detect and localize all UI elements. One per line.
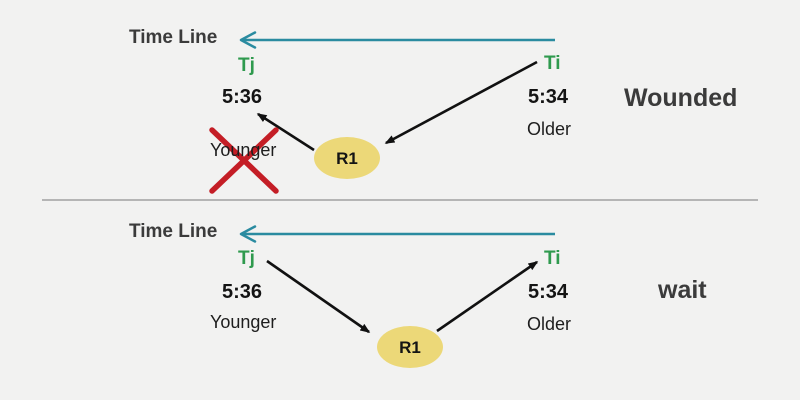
timeline-arrow xyxy=(239,225,555,243)
edge-resource-to-younger xyxy=(256,112,315,152)
older-txn-name: Ti xyxy=(544,53,561,74)
panel-divider xyxy=(42,199,758,201)
younger-age-label: Younger xyxy=(210,312,277,332)
edge-younger-to-resource xyxy=(266,259,371,334)
panel-wait-graphics: R1 xyxy=(239,225,555,368)
panel-wounded-graphics: R1 xyxy=(209,31,555,194)
outcome-label: Wounded xyxy=(624,84,738,112)
resource-label: R1 xyxy=(399,338,421,357)
panel-wounded: R1 Time Line Tj 5:36 Younger Ti 5:34 Old… xyxy=(129,27,738,194)
younger-age-label: Younger xyxy=(210,140,277,160)
younger-txn-time: 5:36 xyxy=(222,86,263,108)
edge-older-to-resource xyxy=(384,60,538,145)
resource-node xyxy=(314,137,380,179)
timeline-label: Time Line xyxy=(129,221,218,242)
younger-txn-name: Tj xyxy=(238,248,255,269)
timeline-label: Time Line xyxy=(129,27,218,48)
older-txn-time: 5:34 xyxy=(528,281,569,303)
timeline-arrow xyxy=(239,31,555,49)
younger-txn-time: 5:36 xyxy=(222,281,263,303)
younger-txn-name: Tj xyxy=(238,55,255,76)
edge-resource-to-older xyxy=(436,260,539,333)
panel-wait: R1 Time Line Tj 5:36 Younger Ti 5:34 Old… xyxy=(0,200,800,400)
resource-label: R1 xyxy=(336,149,358,168)
resource-node xyxy=(377,326,443,368)
outcome-label: wait xyxy=(658,276,707,304)
older-age-label: Older xyxy=(527,119,572,139)
older-txn-time: 5:34 xyxy=(528,86,569,108)
abort-x-icon xyxy=(209,127,279,194)
older-txn-name: Ti xyxy=(544,248,561,269)
older-age-label: Older xyxy=(527,314,572,334)
